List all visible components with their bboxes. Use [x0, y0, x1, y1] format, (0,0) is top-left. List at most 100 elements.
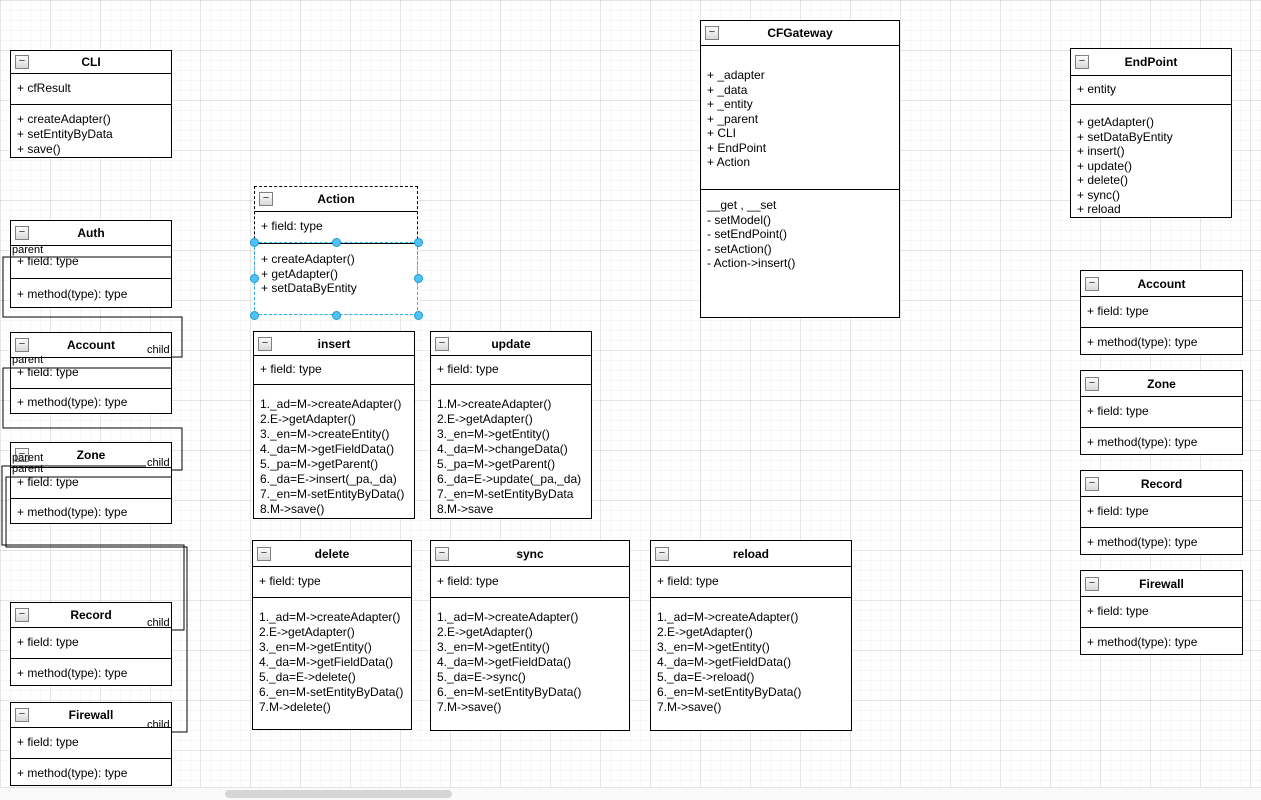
selection-handle[interactable] [413, 274, 423, 283]
collapse-icon[interactable]: − [435, 336, 449, 351]
selection-handle[interactable] [249, 274, 259, 283]
class-node-firewall-5[interactable]: −Firewall + field: type + method(type): ty… [10, 702, 172, 786]
collapse-icon[interactable]: − [1075, 55, 1089, 69]
collapse-icon[interactable]: − [1085, 376, 1099, 391]
collapse-icon[interactable]: − [15, 338, 29, 352]
attributes-compartment: + field: type [1081, 597, 1242, 627]
class-title-bar: −insert [254, 332, 414, 356]
method-line: 3._en=M->getEntity() [437, 640, 550, 654]
method-line: + method(type): type [1087, 535, 1198, 549]
class-title: Record [70, 608, 112, 622]
edge-label[interactable]: child [147, 719, 170, 731]
collapse-icon[interactable]: − [655, 546, 669, 561]
class-node-record-4[interactable]: −Record+ field: type+ method(type): type [10, 602, 172, 686]
method-line: + setDataByEntity [261, 281, 357, 295]
attributes-compartment: + field: type [1081, 497, 1242, 527]
method-line: + method(type): type [1087, 335, 1198, 349]
attributes-compartment: + field: type [255, 212, 417, 243]
edge-connector-account-to-zone[interactable] [2, 367, 183, 471]
class-title-bar: − Record [11, 603, 171, 628]
method-line: 7._en=M-setEntityByData() [260, 487, 405, 501]
horizontal-scrollbar[interactable] [0, 787, 1261, 800]
method-line: 8.M->save [437, 502, 494, 516]
class-title: sync [516, 546, 544, 561]
method-line: + update() [1077, 158, 1133, 173]
selection-handle[interactable] [413, 310, 423, 320]
collapse-icon[interactable]: − [258, 336, 272, 351]
class-node-account-14[interactable]: −Account+ field: type+ method(type): typ… [1080, 270, 1243, 355]
class-node-zone-15[interactable]: −Zone+ field: type+ method(type): type [1080, 370, 1243, 455]
class-node-action-6[interactable]: −Action+ field: type+ createAdapter()+ g… [254, 186, 418, 315]
collapse-icon[interactable]: − [259, 192, 273, 206]
class-title-bar: −Account [11, 333, 171, 358]
attribute-line: + field: type [657, 574, 719, 588]
methods-compartment: + method(type): type [1081, 527, 1242, 556]
method-line: + method(type): type [17, 395, 128, 409]
class-node-endpoint-13[interactable]: −EndPoint+ entity+ getAdapter()+ setData… [1070, 48, 1232, 218]
edge-label[interactable]: parent [12, 452, 44, 464]
edge-label[interactable]: child [147, 344, 170, 356]
collapse-icon[interactable]: − [15, 226, 29, 240]
method-line: 5._pa=M->getParent() [437, 457, 556, 471]
attribute-line: + field: type [17, 735, 79, 749]
class-node-cli-0[interactable]: −CLI+ cfResult+ createAdapter()+ setEnti… [10, 50, 172, 158]
method-line: + method(type): type [1087, 635, 1198, 649]
class-node-zone-3[interactable]: −Zone+ field: type+ method(type): type [10, 442, 172, 524]
method-line: 6._en=M-setEntityByData() [259, 685, 404, 699]
class-title: Record [1140, 476, 1183, 491]
class-node-cfgateway-12[interactable]: −CFGateway+ _adapter+ _data+ _entity+ _p… [700, 20, 900, 318]
edge-connector-zone-to-record[interactable] [1, 465, 185, 631]
selection-handle[interactable] [331, 310, 341, 320]
collapse-icon[interactable]: − [15, 448, 29, 462]
collapse-icon[interactable]: − [15, 55, 29, 69]
edge-label[interactable]: child [147, 457, 170, 469]
collapse-icon[interactable]: − [705, 26, 719, 40]
attributes-compartment: + field: type [651, 567, 851, 597]
selection-handle[interactable] [249, 310, 259, 320]
class-title-bar: −Firewall [11, 703, 171, 728]
class-title-bar: − Record [1081, 471, 1242, 497]
class-node-auth-1[interactable]: −Auth+ field: type+ method(type): type [10, 220, 172, 308]
method-line: + method(type): type [1087, 435, 1198, 449]
collapse-icon[interactable]: − [1085, 476, 1099, 491]
method-line: 3._en=M->getEntity() [657, 640, 770, 654]
class-node-account-2[interactable]: −Account+ field: type+ method(type): typ… [10, 332, 172, 414]
method-line: 1._ad=M->createAdapter() [259, 610, 401, 624]
edge-label[interactable]: parent [12, 244, 44, 256]
collapse-icon[interactable]: − [1085, 276, 1099, 291]
collapse-icon[interactable]: − [257, 546, 271, 561]
edge-label[interactable]: parent [12, 463, 44, 475]
method-line: 4._da=M->changeData() [437, 442, 568, 456]
scrollbar-thumb[interactable] [225, 790, 452, 798]
collapse-icon[interactable]: − [15, 608, 29, 622]
method-line: - Action->insert() [707, 256, 796, 270]
collapse-icon[interactable]: − [1085, 576, 1099, 591]
collapse-icon[interactable]: − [15, 708, 29, 722]
method-line: + createAdapter() [261, 252, 355, 266]
attributes-compartment: + field: type [1081, 297, 1242, 327]
class-node-record-16[interactable]: − Record + field: type + method(type): type [1080, 470, 1243, 555]
edge-label[interactable]: child [147, 617, 170, 629]
attribute-line: + field: type [259, 574, 321, 588]
methods-compartment: + createAdapter()+ setEntityByData+ save… [11, 104, 171, 159]
collapse-icon[interactable]: − [435, 546, 449, 561]
selection-handle[interactable] [331, 237, 341, 247]
class-title-bar: −CLI [11, 51, 171, 74]
edge-connector-zone-to-firewall[interactable] [5, 476, 188, 733]
method-line: 7.M->save() [437, 700, 502, 714]
edge-label[interactable]: parent [12, 354, 44, 366]
selection-handle[interactable] [413, 237, 423, 247]
selection-handle[interactable] [249, 237, 259, 247]
edge-connector-auth-to-account[interactable] [2, 256, 183, 358]
class-title-bar: −reload [651, 541, 851, 567]
methods-compartment: + method(type): type [1081, 627, 1242, 656]
class-node-firewall-17[interactable]: −Firewall+ field: type+ method(type): ty… [1080, 570, 1243, 655]
method-line: 7.M->save() [657, 700, 722, 714]
methods-compartment: + method(type): type [11, 758, 171, 787]
